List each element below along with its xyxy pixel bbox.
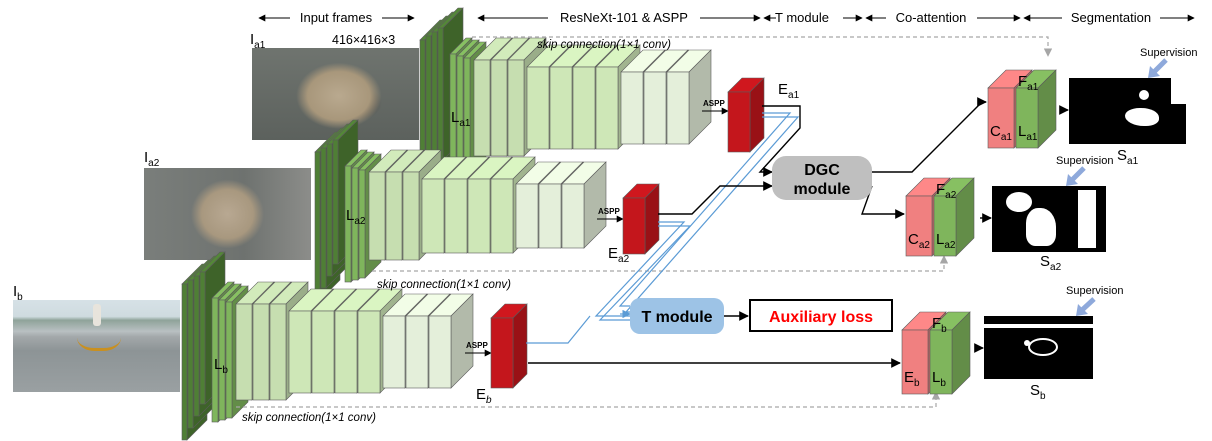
embedding-blocks [490,77,765,389]
segmentation-mask-a2 [992,186,1106,252]
encoder-stack-a2 [314,119,607,301]
supervision-arrowhead-a1 [1148,66,1160,78]
supervision-arrow-b [1079,297,1096,313]
blue-line-a1-1 [618,112,792,307]
stack-a2-block-2-2 [561,161,607,249]
header-backbone: ResNeXt-101 & ASPP [560,10,688,25]
embedding-label-a2: Ea2 [608,245,630,265]
embedding-block-a1 [727,77,765,153]
attention-f-label-b: Fb [932,315,947,335]
attention-c-label-a2: Ca2 [908,231,930,251]
auxiliary-loss-box [749,299,893,332]
input-frame-b-image [13,300,180,392]
encoder-stack-a1 [419,7,712,197]
skip-connection-a1-label: skip connection(1×1 conv) [537,39,671,51]
supervision-arrowhead-b [1076,304,1088,316]
attention-l-block-a2 [933,177,975,257]
supervision-arrow-a1 [1151,58,1168,75]
aspp-label-b: ASPP [466,341,488,350]
header-co-attention: Co-attention [896,10,967,25]
output-label-a2: Sa2 [1040,253,1062,273]
attention-f-label-a2: Fa2 [936,181,957,201]
output-label-a1: Sa1 [1117,147,1139,167]
stack-a1-block-2-2 [666,49,712,145]
dgc-module-line2: module [794,181,851,198]
embedding-block-b [490,303,528,389]
input-size-label: 416×416×3 [332,33,395,47]
bicycle-figure [77,318,121,351]
supervision-label-b: Supervision [1066,285,1123,297]
blue-line-a2-2 [598,225,692,321]
cyclist-figure [93,304,101,326]
flow-a1-to-dgc [758,105,801,177]
dgc-module-box [772,156,872,200]
supervision-arrow-a2 [1069,166,1086,183]
embedding-label-a1: Ea1 [778,81,800,101]
encoder-label-a2: La2 [346,207,366,227]
blue-line-a2-1 [594,221,686,317]
header-input-frames: Input frames [300,10,373,25]
encoder-label-a1: La1 [451,109,471,129]
frame-label-b: Ib [13,283,23,303]
dgc-module-line1: DGC [804,162,840,179]
t-module-box-label: T module [641,309,712,326]
blue-line-b [526,315,591,344]
input-frame-a2-image [144,168,311,260]
input-frame-a1-image [252,48,419,140]
header-t-module: T module [775,10,829,25]
flow-dgc-to-a1 [872,97,987,173]
stack-b-block-2-2 [428,293,474,389]
skip-connection-a2-label: skip connection(1×1 conv) [377,279,511,291]
attention-l-block-b [929,311,971,395]
aspp-label-a2: ASPP [598,207,620,216]
embedding-label-b: Eb [476,386,492,406]
frame-label-a1: Ia1 [250,31,266,51]
frame-label-a2: Ia2 [144,149,160,169]
attention-l-label-a1: La1 [1018,123,1038,143]
encoder-label-b: Lb [214,356,228,376]
attention-l-label-b: Lb [932,369,946,389]
flow-a2-to-dgc [658,181,773,215]
supervision-label-a2: Supervision [1056,155,1113,167]
supervision-label-a1: Supervision [1140,47,1197,59]
skip-connection-a1-line [472,36,1053,57]
encoder-stack-b [181,251,474,441]
embedding-block-a2 [622,183,660,255]
skip-connection-b-label: skip connection(1×1 conv) [242,412,376,424]
attention-l-label-a2: La2 [936,231,956,251]
auxiliary-loss-label: Auxiliary loss [769,309,873,326]
attention-f-label-a1: Fa1 [1018,73,1039,93]
attention-l-block-a1 [1015,69,1057,149]
flow-dgc-to-a2 [861,185,905,219]
segmentation-mask-a1 [1069,78,1186,144]
skip-connection-a2-line [372,255,949,272]
header-segmentation: Segmentation [1071,10,1151,25]
skip-connection-b-line [236,391,941,408]
attention-c-label-a1: Ca1 [990,123,1012,143]
output-label-b: Sb [1030,382,1046,402]
attention-c-label-b: Eb [904,369,920,389]
aspp-label-a1: ASPP [703,99,725,108]
t-module-box [630,298,724,334]
supervision-arrowhead-a2 [1066,174,1078,186]
segmentation-mask-b [984,316,1093,379]
